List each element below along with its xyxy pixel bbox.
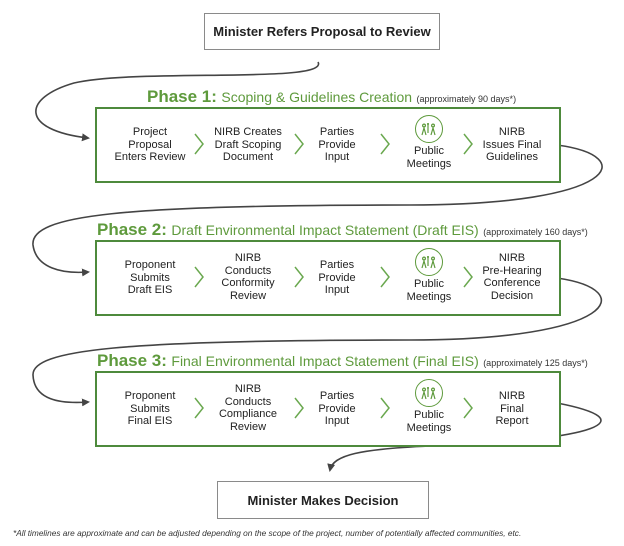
start-node: Minister Refers Proposal to Review	[204, 13, 440, 50]
phase-1-box: Project Proposal Enters Review NIRB Crea…	[95, 107, 561, 183]
footnote: *All timelines are approximate and can b…	[13, 528, 522, 538]
chevron-right-icon	[380, 397, 390, 419]
phase-2-title: Phase 2: Draft Environmental Impact Stat…	[97, 220, 588, 239]
phase-1-step-2: NIRB Creates Draft Scoping Document	[214, 126, 282, 163]
phase-1-title: Phase 1: Scoping & Guidelines Creation (…	[147, 87, 517, 106]
chevron-right-icon	[380, 266, 390, 288]
phase-3-step-1: Proponent Submits Final EIS	[124, 390, 176, 427]
phase-2-step-5: NIRB Pre-Hearing Conference Decision	[482, 252, 542, 302]
chevron-right-icon	[463, 133, 473, 155]
end-node: Minister Makes Decision	[217, 481, 429, 519]
phase-2-step-2: NIRB Conducts Conformity Review	[221, 252, 275, 302]
phase-3-box: Proponent Submits Final EIS NIRB Conduct…	[95, 371, 561, 447]
phase-3-title: Phase 3: Final Environmental Impact Stat…	[97, 351, 588, 370]
public-meeting-icon	[415, 115, 443, 143]
phase-2-step-4: Public Meetings	[406, 278, 452, 303]
flow-arrow-phase2-to-phase3	[32, 277, 602, 407]
phase-3-step-5: NIRB Final Report	[495, 390, 529, 427]
phase-2-step-1: Proponent Submits Draft EIS	[124, 259, 176, 296]
chevron-right-icon	[380, 133, 390, 155]
phase-2-box: Proponent Submits Draft EIS NIRB Conduct…	[95, 240, 561, 316]
chevron-right-icon	[294, 133, 304, 155]
phase-2-step-3: Parties Provide Input	[318, 259, 356, 296]
chevron-right-icon	[194, 133, 204, 155]
phase-3-step-3: Parties Provide Input	[318, 390, 356, 427]
chevron-right-icon	[463, 397, 473, 419]
chevron-right-icon	[294, 266, 304, 288]
public-meeting-icon	[415, 379, 443, 407]
chevron-right-icon	[194, 266, 204, 288]
phase-1-step-4: Public Meetings	[406, 145, 452, 170]
phase-1-step-5: NIRB Issues Final Guidelines	[482, 126, 542, 163]
phase-3-step-2: NIRB Conducts Compliance Review	[218, 383, 278, 433]
phase-1-step-3: Parties Provide Input	[318, 126, 356, 163]
flow-arrow-phase1-to-phase2	[32, 144, 603, 277]
phase-3-step-4: Public Meetings	[406, 409, 452, 434]
chevron-right-icon	[194, 397, 204, 419]
chevron-right-icon	[294, 397, 304, 419]
public-meeting-icon	[415, 248, 443, 276]
chevron-right-icon	[463, 266, 473, 288]
flow-arrow-start-to-phase1	[35, 61, 319, 142]
phase-1-step-1: Project Proposal Enters Review	[114, 126, 186, 163]
